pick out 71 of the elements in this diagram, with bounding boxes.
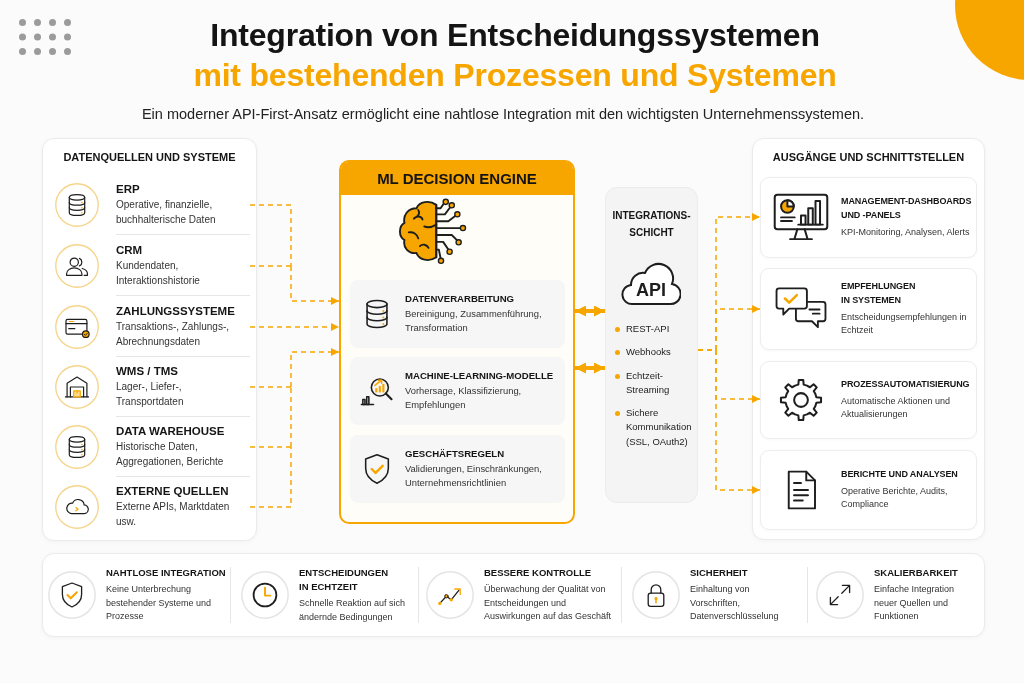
item-title: ERP	[116, 183, 140, 195]
item-description: Einfache Integration neuer Quellen und Funktionen	[874, 583, 956, 624]
subtitle: Ein moderner API-First-Ansatz ermöglicht eine nahtlose Integration mit den wichtigsten Unternehmenssystemen.	[141, 106, 865, 122]
cloud-label: API	[636, 279, 666, 301]
item-description: Schnelle Reaktion auf sich ändernde Bedingungen	[299, 597, 407, 624]
item-title: DATENVERARBEITUNG	[405, 292, 515, 304]
dashed-arrow	[697, 349, 761, 494]
panel-header: ML DECISION ENGINE	[341, 162, 573, 195]
benefits-panel	[42, 553, 985, 637]
item-title: SICHERHEIT	[690, 566, 748, 581]
item-description: Bereinigung, Zusammenführung, Transformation	[405, 306, 543, 335]
dashed-line	[249, 204, 292, 267]
output-card	[760, 361, 977, 439]
integration-panel	[605, 187, 698, 503]
item-description: Kundendaten, Interaktionshistorie	[116, 259, 201, 288]
item-title: DATA WAREHOUSE	[116, 425, 225, 437]
item-description: Automatische Aktionen und Aktualisierungen	[841, 394, 952, 422]
item-title: MANAGEMENT-DASHBOARDS UND -PANELS	[841, 195, 972, 223]
dashed-arrow	[290, 265, 340, 305]
item-description: Historische Daten, Aggregationen, Berichte	[116, 440, 225, 469]
item-description: Einhaltung von Vorschriften, Datenverschlüsselung	[690, 583, 780, 624]
double-arrow	[575, 305, 605, 317]
item-description: Entscheidungsempfehlungen in Echtzeit	[841, 310, 968, 338]
dashed-arrow	[290, 348, 340, 388]
item-title: WMS / TMS	[116, 365, 178, 377]
item-description: Transaktions-, Zahlungs-, Abrechnungsdaten	[116, 320, 230, 349]
item-description: Operative Berichte, Audits, Compliance	[841, 484, 949, 512]
item-title: GESCHÄFTSREGELN	[405, 447, 505, 459]
output-card	[760, 268, 977, 350]
item-title: BESSERE KONTROLLE	[484, 566, 592, 581]
item-description: Vorhersage, Klassifizierung, Empfehlungen	[405, 383, 523, 412]
item-title: EMPFEHLUNGEN IN SYSTEMEN	[841, 279, 917, 307]
double-arrow	[575, 362, 605, 374]
section-heading: DATENQUELLEN UND SYSTEME	[63, 151, 236, 163]
dashed-line	[249, 386, 292, 388]
dashed-line	[249, 265, 292, 267]
item-title: MACHINE-LEARNING-MODELLE	[405, 369, 554, 381]
dashed-line	[249, 446, 292, 508]
item-title: NAHTLOSE INTEGRATION	[106, 566, 226, 581]
bullet-text: Echtzeit- Streaming	[626, 368, 671, 397]
item-description: Keine Unterbrechung bestehender Systeme und Prozesse	[106, 583, 213, 624]
dashed-line	[249, 446, 292, 448]
bullet-text: REST-API	[626, 322, 671, 336]
section-heading: AUSGÄNGE UND SCHNITTSTELLEN	[772, 151, 965, 163]
dashed-arrow	[249, 323, 340, 331]
output-card	[760, 450, 977, 530]
item-title: ENTSCHEIDUNGEN IN ECHTZEIT	[299, 565, 390, 594]
item-title: CRM	[116, 244, 143, 256]
item-title: EXTERNE QUELLEN	[116, 485, 229, 497]
item-title: ZAHLUNGSSYSTEME	[116, 305, 235, 317]
bullet-text: Webhooks	[626, 345, 672, 360]
item-description: Validierungen, Einschränkungen, Unternehmensrichtlinien	[405, 461, 543, 490]
item-title: PROZESSAUTOMATISIERUNG	[841, 377, 970, 391]
output-card	[760, 177, 977, 258]
item-description: Überwachung der Qualität von Entscheidungen und Auswirkungen auf das Geschäft	[484, 583, 613, 624]
item-title: SKALIERBARKEIT	[874, 566, 958, 581]
bullet-text: Sichere Kommunikation (SSL, OAuth2)	[626, 406, 693, 449]
item-description: Lager-, Liefer-, Transportdaten	[116, 380, 185, 409]
item-description: Operative, finanzielle, buchhalterische Daten	[116, 198, 217, 227]
module-card	[350, 280, 565, 348]
engine-panel	[339, 160, 575, 524]
item-description: Externe APIs, Marktdaten usw.	[116, 500, 231, 529]
item-description: KPI-Monitoring, Analysen, Alerts	[841, 225, 970, 239]
output-panel	[752, 138, 985, 540]
source-panel	[42, 138, 257, 541]
dashed-line	[290, 386, 292, 448]
item-title: BERICHTE UND ANALYSEN	[841, 467, 958, 481]
module-card	[350, 357, 565, 425]
page-title: Integration von Entscheidungssystemen mit bestehenden Prozessen und Systemen	[192, 16, 838, 95]
module-card	[350, 435, 565, 503]
section-heading: INTEGRATIONS- SCHICHT	[611, 209, 692, 240]
